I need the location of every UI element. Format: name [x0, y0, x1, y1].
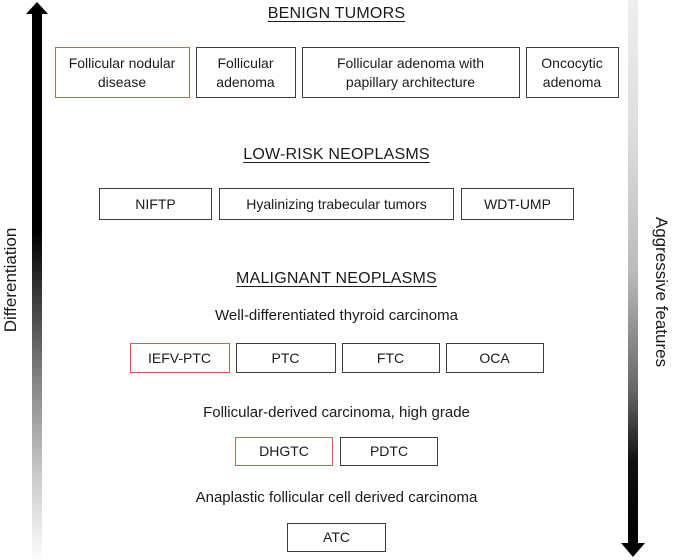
box-atc: ATC: [287, 523, 386, 552]
box-niftp: NIFTP: [99, 188, 212, 220]
box-ptc: PTC: [235, 343, 336, 373]
box-oca: OCA: [445, 343, 544, 373]
box-oncocytic-adenoma: Oncocytic adenoma: [525, 47, 619, 98]
subtitle-anaplastic-follicular-cell-derived-carcinoma: Anaplastic follicular cell derived carci…: [195, 489, 478, 506]
low-risk-row: NIFTP Hyalinizing trabecular tumors WDT-…: [0, 188, 673, 220]
up-arrow-icon: [26, 2, 48, 14]
box-iefv-ptc: IEFV-PTC: [129, 343, 230, 373]
subtitle-follicular-derived-carcinoma-high-grade: Follicular-derived carcinoma, high grade: [203, 404, 470, 421]
box-follicular-nodular-disease: Follicular nodular disease: [54, 47, 190, 98]
anaplastic-row: ATC: [0, 523, 673, 552]
box-dhgtc: DHGTC: [235, 437, 333, 466]
differentiation-arrow-shaft: [32, 12, 42, 560]
section-title-benign-tumors: BENIGN TUMORS: [267, 5, 406, 22]
down-arrow-icon: [621, 543, 645, 557]
aggressive-features-arrow-shaft: [628, 0, 638, 543]
box-hyalinizing-trabecular-tumors: Hyalinizing trabecular tumors: [219, 188, 454, 220]
section-title-low-risk-neoplasms: LOW-RISK NEOPLASMS: [243, 146, 430, 163]
subtitle-well-differentiated-thyroid-carcinoma: Well-differentiated thyroid carcinoma: [215, 307, 458, 324]
box-ftc: FTC: [341, 343, 440, 373]
box-follicular-adenoma: Follicular adenoma: [195, 47, 296, 98]
box-pdtc: PDTC: [340, 437, 438, 466]
box-follicular-adenoma-papillary-architecture: Follicular adenoma with papillary archit…: [301, 47, 520, 98]
section-title-malignant-neoplasms: MALIGNANT NEOPLASMS: [236, 270, 437, 287]
high-grade-row: DHGTC PDTC: [0, 437, 673, 466]
benign-tumors-row: Follicular nodular disease Follicular ad…: [0, 47, 673, 98]
well-differentiated-row: IEFV-PTC PTC FTC OCA: [0, 343, 673, 373]
box-wdt-ump: WDT-UMP: [461, 188, 574, 220]
